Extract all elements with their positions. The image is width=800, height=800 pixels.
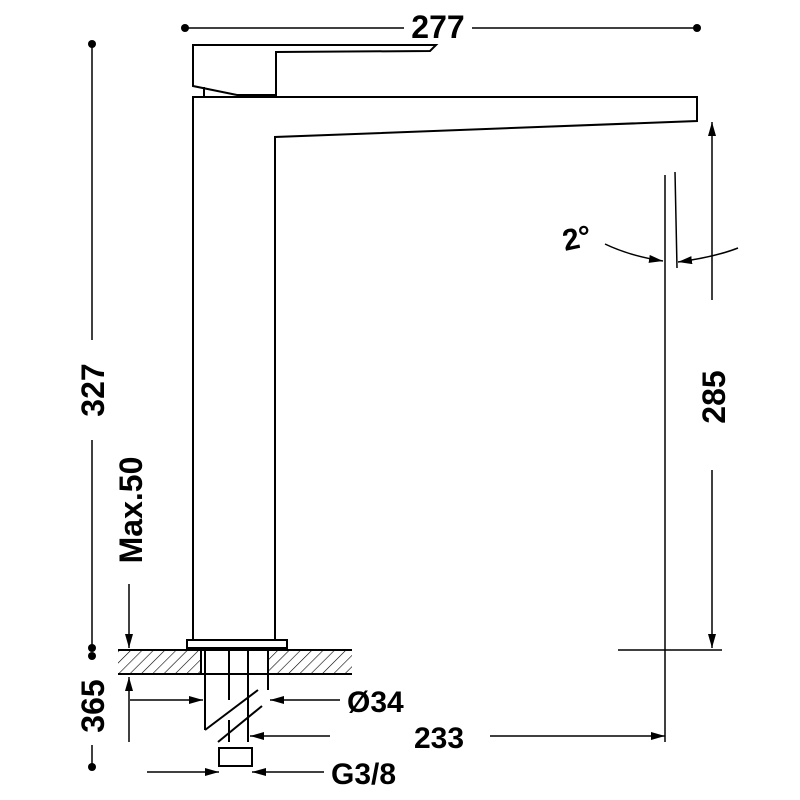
- faucet-body: [186, 44, 698, 649]
- label-max-deck-thickness: Max.50: [113, 457, 149, 564]
- lever-handle: [192, 44, 439, 96]
- dim-deck-thickness: [125, 584, 133, 742]
- label-spout-reach: 233: [414, 722, 464, 755]
- dim-spout-reach: [250, 175, 666, 742]
- deck-hatch-right: [268, 650, 352, 674]
- dim-left-heights: [88, 40, 96, 771]
- label-total-height: 365: [75, 679, 111, 732]
- faucet-outline: [192, 96, 698, 640]
- label-overall-height: 327: [75, 363, 111, 416]
- deck: [118, 649, 352, 675]
- shank: [204, 648, 269, 767]
- label-spout-height: 285: [696, 370, 732, 423]
- label-base-diameter: Ø34: [347, 686, 404, 719]
- faucet-base-ring: [186, 639, 288, 649]
- connection-nipple: [218, 747, 253, 767]
- dim-overall-width: [181, 24, 701, 32]
- label-spout-angle: 2°: [560, 220, 595, 258]
- deck-hatch-left: [118, 650, 201, 674]
- label-connection-thread: G3/8: [331, 758, 396, 791]
- label-overall-width: 277: [411, 9, 464, 45]
- dim-spout-height: [604, 122, 739, 651]
